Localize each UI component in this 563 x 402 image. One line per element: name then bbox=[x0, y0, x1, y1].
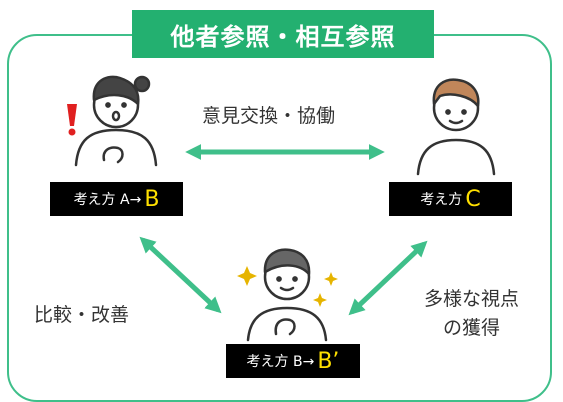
title-banner: 他者参照・相互参照 bbox=[132, 10, 434, 58]
caption-a: 考え方 A→ B bbox=[50, 182, 183, 216]
sparkle-icon bbox=[324, 272, 338, 286]
compare-label: 比較・改善 bbox=[34, 304, 130, 326]
caption-c-highlight: C bbox=[465, 186, 481, 212]
exchange-label: 意見交換・協働 bbox=[202, 105, 336, 127]
person-b-icon bbox=[246, 248, 328, 342]
perspective-label-line1: 多様な視点 bbox=[424, 288, 520, 310]
person-c-icon bbox=[416, 78, 496, 176]
caption-b: 考え方 B→ B’ bbox=[226, 344, 360, 378]
caption-a-highlight: B bbox=[144, 186, 160, 212]
arrow-c-b bbox=[348, 240, 428, 316]
caption-b-highlight: B’ bbox=[317, 348, 340, 374]
caption-b-text: 考え方 B→ bbox=[246, 354, 315, 370]
exclamation-icon bbox=[67, 104, 77, 136]
caption-c-text: 考え方 bbox=[420, 192, 463, 208]
sparkle-icon bbox=[313, 293, 327, 307]
person-a-icon bbox=[74, 75, 158, 167]
arrow-a-b bbox=[139, 236, 222, 314]
caption-c: 考え方 C bbox=[389, 182, 512, 216]
perspective-label-line2: の獲得 bbox=[443, 317, 501, 339]
diagram-title: 他者参照・相互参照 bbox=[170, 22, 396, 51]
caption-a-text: 考え方 A→ bbox=[73, 192, 142, 208]
sparkle-icon bbox=[237, 266, 257, 286]
